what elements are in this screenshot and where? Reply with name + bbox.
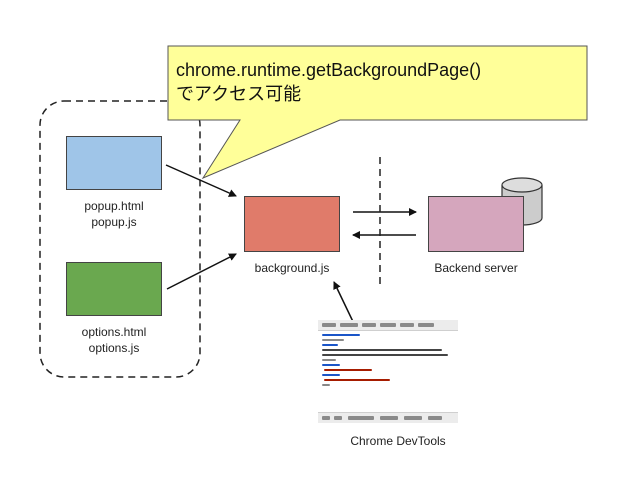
devtools-label: Chrome DevTools <box>350 434 446 448</box>
devtools-statusbar <box>318 412 458 423</box>
popup-label: popup.html popup.js <box>56 198 172 230</box>
callout-line-2: でアクセス可能 <box>176 84 302 104</box>
devtools-screenshot <box>318 320 458 424</box>
options-to-background-arrow <box>166 253 237 290</box>
options-box <box>66 262 162 316</box>
callout-text: chrome.runtime.getBackgroundPage() でアクセス… <box>176 58 481 106</box>
popup-box <box>66 136 162 190</box>
options-label: options.html options.js <box>56 324 172 356</box>
popup-html-label: popup.html <box>84 199 144 213</box>
backend-label: Backend server <box>434 261 518 275</box>
background-label: background.js <box>254 261 330 275</box>
background-box <box>244 196 340 252</box>
callout-line-1: chrome.runtime.getBackgroundPage() <box>176 60 482 80</box>
extension-pages-group <box>39 100 201 378</box>
options-js-label: options.js <box>88 341 140 355</box>
popup-to-background-arrow <box>165 164 237 197</box>
popup-js-label: popup.js <box>91 215 137 229</box>
options-html-label: options.html <box>81 325 147 339</box>
callout-bubble <box>167 45 588 180</box>
devtools-toolbar <box>318 320 458 331</box>
backend-box <box>428 196 524 252</box>
